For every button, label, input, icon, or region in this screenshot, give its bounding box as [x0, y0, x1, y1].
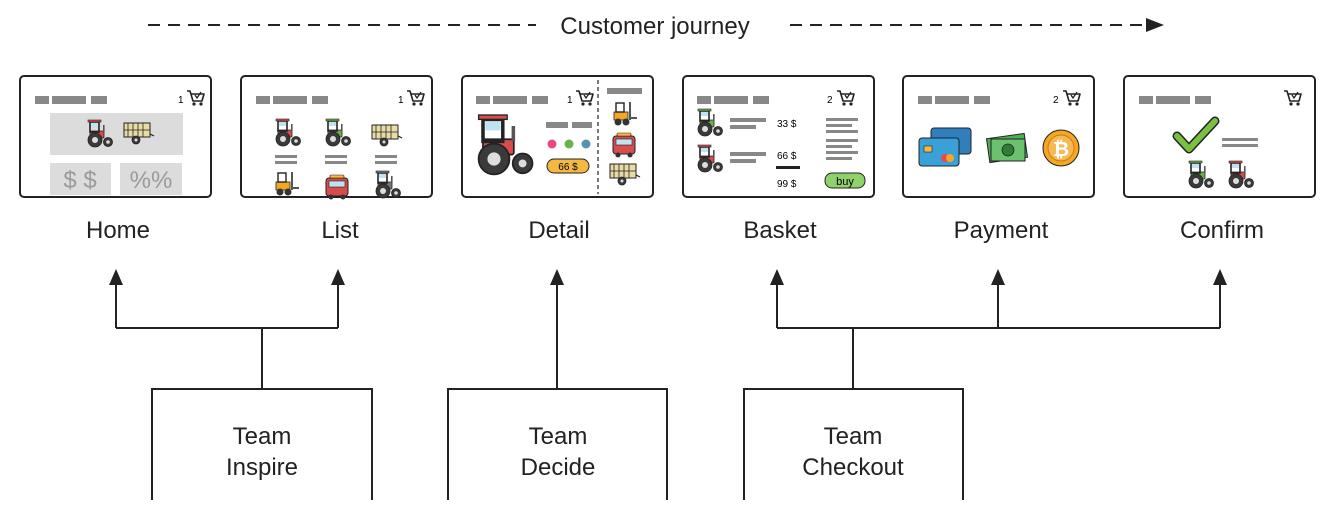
ownership-connectors: [115, 283, 1221, 389]
cart-count: 1: [178, 95, 184, 106]
screen-detail: 1 66 $: [461, 75, 654, 198]
header-placeholder: [697, 96, 769, 104]
team-word: Team: [528, 423, 588, 450]
arrow-up-icon: [331, 269, 345, 285]
customer-journey-arrow: [148, 18, 1164, 32]
team-inspire-box: [151, 388, 373, 500]
screen-label-confirm: Confirm: [1179, 217, 1264, 244]
team-inspire-label: Team Inspire: [152, 421, 372, 483]
bus-icon: [612, 132, 636, 158]
color-option: [564, 139, 574, 149]
team-decide-label: Team Decide: [448, 421, 668, 483]
journey-title: Customer journey: [540, 13, 770, 41]
svg-text:₿: ₿: [1053, 139, 1069, 161]
bitcoin-icon: ₿: [1042, 129, 1080, 167]
screen-basket: 2 33 $ 66 $ 99 $ buy: [682, 75, 875, 198]
screen-label-list: List: [321, 217, 359, 244]
deals-tile: [50, 163, 111, 195]
team-decide-box: [447, 388, 668, 500]
tile-text: %%: [130, 167, 173, 194]
cart-count: 1: [398, 95, 404, 106]
arrow-up-icon: [770, 269, 784, 285]
team-word: Team: [823, 423, 883, 450]
buy-label: buy: [836, 176, 854, 188]
header-placeholder: [918, 96, 990, 104]
discount-tile: [120, 163, 182, 195]
arrow-up-icon: [1213, 269, 1227, 285]
color-option: [581, 139, 591, 149]
team-name: Decide: [520, 454, 596, 481]
cart-count: 1: [567, 95, 573, 106]
team-name: Checkout: [802, 454, 904, 481]
tile-text: $ $: [63, 167, 96, 194]
team-checkout-label: Team Checkout: [743, 421, 963, 483]
arrow-up-icon: [991, 269, 1005, 285]
cart-count: 2: [827, 95, 833, 106]
buy-button: [824, 172, 866, 189]
screen-payment: 2 ₿: [902, 75, 1095, 198]
screen-label-basket: Basket: [743, 217, 817, 244]
arrow-up-icon: [109, 269, 123, 285]
header-placeholder: [256, 96, 328, 104]
color-option: [547, 139, 557, 149]
bus-icon: [325, 174, 349, 200]
screen-confirm: [1123, 75, 1316, 198]
header-placeholder: [1139, 96, 1211, 104]
screen-label-detail: Detail: [528, 217, 590, 244]
header-placeholder: [35, 96, 107, 104]
team-word: Team: [232, 423, 292, 450]
credit-card-icon: [918, 127, 972, 167]
team-name: Inspire: [225, 454, 299, 481]
screen-label-payment: Payment: [953, 217, 1049, 244]
checkmark-icon: [1174, 118, 1218, 152]
cart-count: 2: [1053, 95, 1059, 106]
screen-home: 1 $ $ %%: [19, 75, 212, 198]
line-price: 66 $: [777, 151, 797, 162]
price-text: 66 $: [558, 162, 578, 173]
line-price: 33 $: [777, 119, 797, 130]
arrowheads: [109, 269, 1227, 285]
arrow-head-icon: [1146, 18, 1164, 32]
money-icon: [985, 132, 1029, 164]
price-badge: [546, 158, 590, 174]
team-checkout-box: [743, 388, 964, 500]
arrow-up-icon: [550, 269, 564, 285]
screen-list: 1: [240, 75, 433, 200]
screen-label-home: Home: [85, 217, 151, 244]
hero-banner: [50, 113, 183, 155]
total-price: 99 $: [777, 179, 797, 190]
header-placeholder: [476, 96, 548, 104]
